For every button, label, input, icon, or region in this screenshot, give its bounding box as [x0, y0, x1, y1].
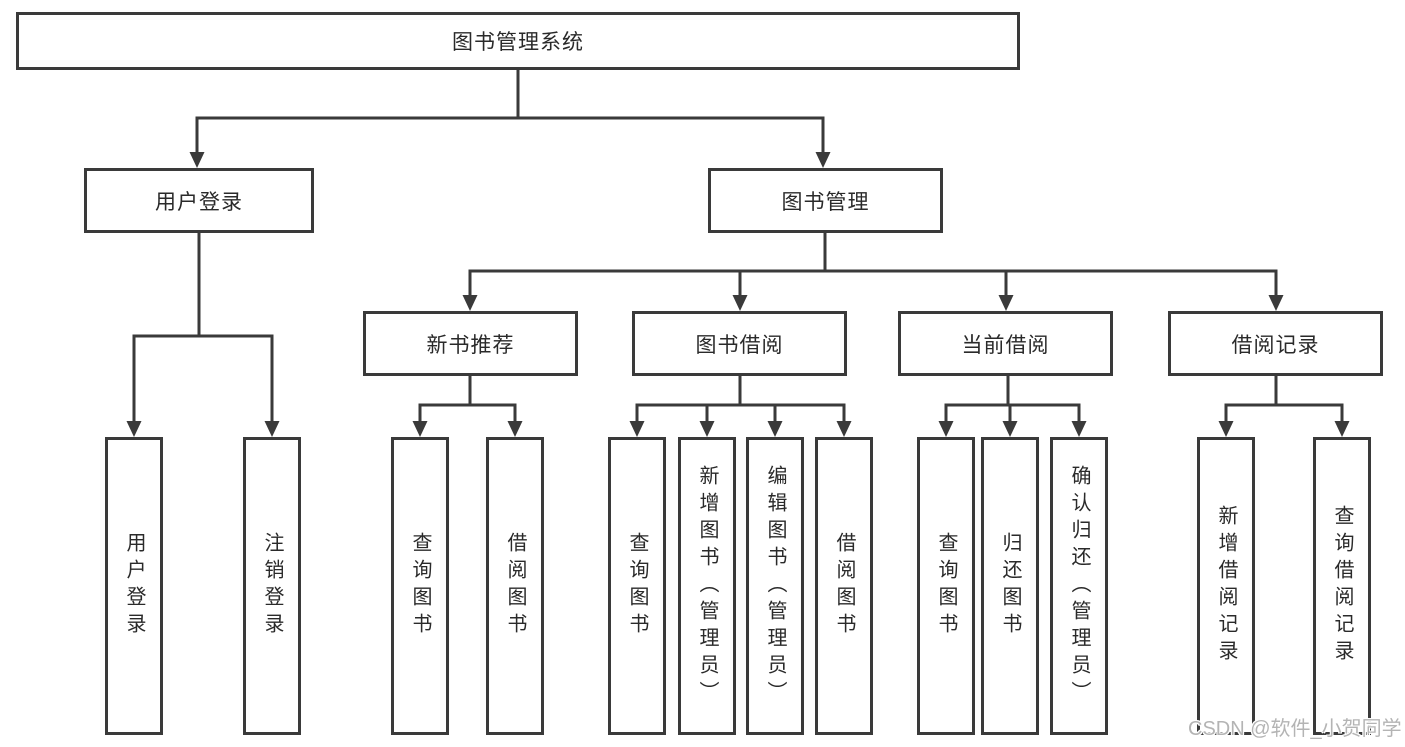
- leaf-current-query-books: 查询图书: [917, 437, 975, 735]
- leaf-current-query-books-label: 查询图书: [935, 532, 957, 640]
- leaf-current-confirm-return-admin-label: 确认归还（管理员）: [1068, 464, 1090, 708]
- node-book-management: 图书管理: [708, 168, 943, 233]
- leaf-borrowing-add-books-admin: 新增图书（管理员）: [678, 437, 736, 735]
- leaf-records-query-record-label: 查询借阅记录: [1331, 505, 1353, 667]
- leaf-records-add-record-label: 新增借阅记录: [1215, 505, 1237, 667]
- leaf-logout-login-label: 注销登录: [261, 532, 283, 640]
- leaf-borrowing-query-books-label: 查询图书: [626, 532, 648, 640]
- node-current-borrowing: 当前借阅: [898, 311, 1113, 376]
- leaf-borrowing-borrow-books-label: 借阅图书: [833, 532, 855, 640]
- leaf-borrowing-borrow-books: 借阅图书: [815, 437, 873, 735]
- leaf-records-add-record: 新增借阅记录: [1197, 437, 1255, 735]
- leaf-records-query-record: 查询借阅记录: [1313, 437, 1371, 735]
- csdn-watermark: CSDN @软件_小贺同学: [1188, 718, 1402, 740]
- node-user-login: 用户登录: [84, 168, 314, 233]
- node-borrowing-records: 借阅记录: [1168, 311, 1383, 376]
- leaf-current-return-books-label: 归还图书: [999, 532, 1021, 640]
- node-book-borrowing: 图书借阅: [632, 311, 847, 376]
- leaf-borrowing-edit-books-admin-label: 编辑图书（管理员）: [764, 464, 786, 708]
- node-new-book-recommendation: 新书推荐: [363, 311, 578, 376]
- leaf-current-return-books: 归还图书: [981, 437, 1039, 735]
- leaf-user-login-label: 用户登录: [123, 532, 145, 640]
- node-root-system: 图书管理系统: [16, 12, 1020, 70]
- leaf-borrowing-query-books: 查询图书: [608, 437, 666, 735]
- leaf-current-confirm-return-admin: 确认归还（管理员）: [1050, 437, 1108, 735]
- leaf-borrowing-edit-books-admin: 编辑图书（管理员）: [746, 437, 804, 735]
- leaf-recommend-query-books: 查询图书: [391, 437, 449, 735]
- leaf-borrowing-add-books-admin-label: 新增图书（管理员）: [696, 464, 718, 708]
- leaf-user-login: 用户登录: [105, 437, 163, 735]
- leaf-recommend-borrow-books-label: 借阅图书: [504, 532, 526, 640]
- leaf-logout-login: 注销登录: [243, 437, 301, 735]
- leaf-recommend-borrow-books: 借阅图书: [486, 437, 544, 735]
- leaf-recommend-query-books-label: 查询图书: [409, 532, 431, 640]
